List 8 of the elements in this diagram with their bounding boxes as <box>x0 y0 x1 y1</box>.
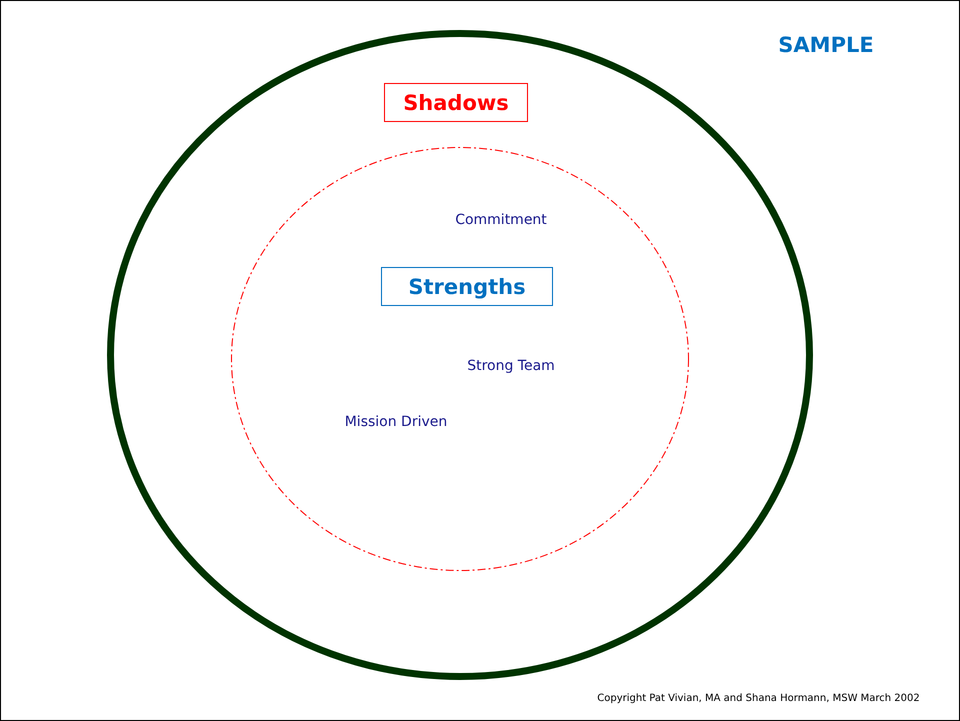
strength-item: Strong Team <box>466 358 556 374</box>
strength-item: Commitment <box>454 212 548 228</box>
strength-item: Mission Driven <box>344 414 448 430</box>
sample-label: SAMPLE <box>777 33 875 57</box>
inner-circle <box>231 147 689 571</box>
copyright-note: Copyright Pat Vivian, MA and Shana Hormann, MSW March 2002 <box>596 693 921 704</box>
heading-label: Strengths <box>381 267 553 306</box>
heading-label: Shadows <box>384 83 528 122</box>
